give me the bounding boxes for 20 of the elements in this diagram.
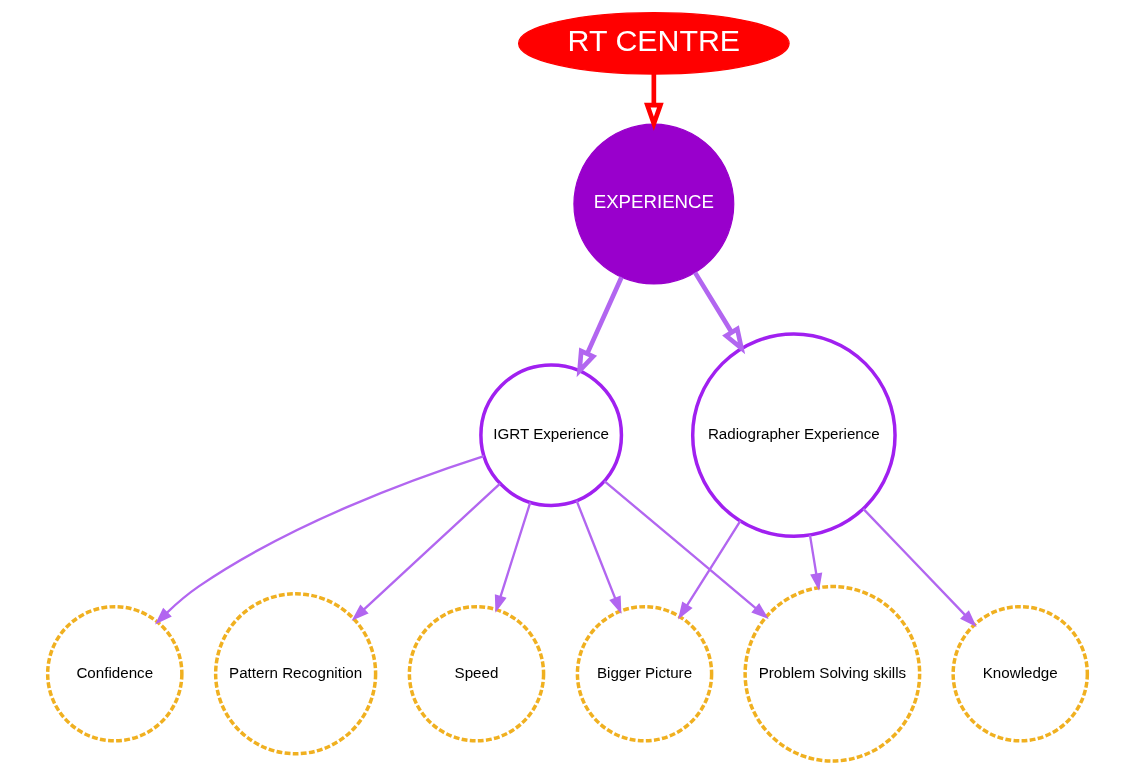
arrow [576, 276, 624, 378]
node-circle: Problem Solving skills [743, 584, 922, 763]
arrow [678, 520, 742, 620]
arrow [351, 482, 501, 621]
arrow [155, 455, 485, 625]
arrow [603, 480, 769, 620]
arrow [644, 73, 664, 131]
node-circle: Bigger Picture [575, 604, 714, 743]
node-circle: Radiographer Experience [690, 332, 897, 539]
node-circle: IGRT Experience [479, 363, 624, 508]
node-circle: Speed [407, 604, 546, 743]
node-circle: EXPERIENCE [573, 123, 735, 285]
node-circle: Knowledge [951, 604, 1090, 743]
arrow [808, 534, 823, 591]
arrow [575, 500, 622, 615]
arrow [494, 502, 532, 613]
arrow [862, 508, 977, 628]
arrow [693, 271, 746, 355]
node-circle: Pattern Recognition [213, 592, 378, 756]
node-ellipse: RT CENTRE [518, 12, 790, 75]
